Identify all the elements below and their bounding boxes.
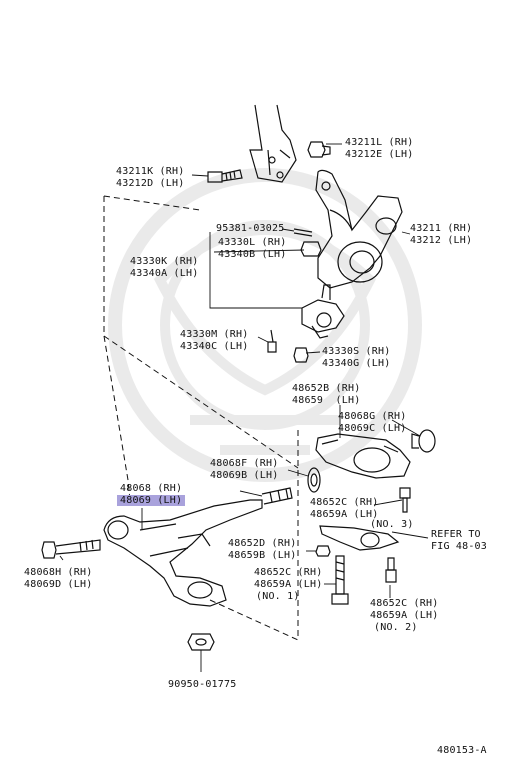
label-refer-to: REFER TO [431, 529, 481, 540]
bolt-no2-drawing [385, 557, 397, 583]
label-48069-highlighted: 48069 (LH) [117, 495, 186, 506]
bolt-no3-drawing [399, 487, 411, 513]
label-43330L: 43330L (RH) [218, 237, 287, 248]
strut-drawing [249, 104, 297, 183]
figure-id: 480153-A [437, 745, 487, 756]
stud-48068-drawing [261, 487, 293, 505]
label-no3: (NO. 3) [370, 519, 414, 530]
label-48652B: 48652B (RH) [292, 383, 361, 394]
label-fig-ref: FIG 48-03 [431, 541, 487, 552]
label-48068H: 48068H (RH) [24, 567, 93, 578]
label-48069D: 48069D (LH) [24, 579, 93, 590]
label-43330S: 43330S (RH) [322, 346, 391, 357]
leader-lines [59, 143, 429, 672]
bracket-no3-drawing [319, 525, 400, 551]
label-48659: 48659 (LH) [292, 395, 361, 406]
label-43211L: 43211L (RH) [345, 137, 414, 148]
label-48068F: 48068F (RH) [210, 458, 279, 469]
label-48652C-no2: 48652C (RH) [370, 598, 439, 609]
label-43211K: 43211K (RH) [116, 166, 185, 177]
bolt-43211K-drawing [207, 169, 243, 183]
label-43330M: 43330M (RH) [180, 329, 249, 340]
label-48652D: 48652D (RH) [228, 538, 297, 549]
washer-48068F-drawing [307, 467, 321, 493]
label-48652C-no1: 48652C (RH) [254, 567, 323, 578]
label-48659A-no3: 48659A (LH) [310, 509, 379, 520]
label-43212: 43212 (LH) [410, 235, 473, 246]
label-43211: 43211 (RH) [410, 223, 473, 234]
label-no2: (NO. 2) [374, 622, 418, 633]
label-95381: 95381-03025 [216, 223, 285, 234]
ball-joint-drawing [301, 284, 345, 339]
washer-48652D-drawing [315, 545, 331, 557]
bolt-no1-drawing [331, 555, 349, 605]
label-43330K: 43330K (RH) [130, 256, 199, 267]
label-48068: 48068 (RH) [120, 483, 183, 494]
label-43212E: 43212E (LH) [345, 149, 414, 160]
nut-43211L-drawing [307, 141, 331, 158]
bolt-43330M-drawing [267, 329, 277, 353]
label-43340A: 43340A (LH) [130, 268, 199, 279]
label-48652C-no3: 48652C (RH) [310, 497, 379, 508]
label-43340B: 43340B (LH) [218, 249, 287, 260]
cotter-pin-drawing [293, 228, 322, 257]
label-48069B: 48069B (LH) [210, 470, 279, 481]
steering-knuckle-drawing [315, 169, 403, 289]
label-43340C: 43340C (LH) [180, 341, 249, 352]
nut-90950-drawing [187, 633, 215, 651]
label-48659A-no2: 48659A (LH) [370, 610, 439, 621]
label-43340G: 43340G (LH) [322, 358, 391, 369]
label-48659A-no1: 48659A (LH) [254, 579, 323, 590]
lower-arm-drawing [103, 499, 263, 607]
label-no1: (NO. 1) [256, 591, 300, 602]
watermark-emblem [108, 168, 422, 482]
label-48659B: 48659B (LH) [228, 550, 297, 561]
label-48068G: 48068G (RH) [338, 411, 407, 422]
label-90950: 90950-01775 [168, 679, 237, 690]
label-48069C: 48069C (LH) [338, 423, 407, 434]
assembly-boundary [103, 195, 299, 641]
bushing-bracket-drawing [315, 433, 411, 479]
label-43212D: 43212D (LH) [116, 178, 185, 189]
nut-43330S-drawing [293, 347, 309, 363]
bushing-48068G-drawing [411, 429, 436, 453]
bolt-48068H-drawing [41, 539, 101, 559]
